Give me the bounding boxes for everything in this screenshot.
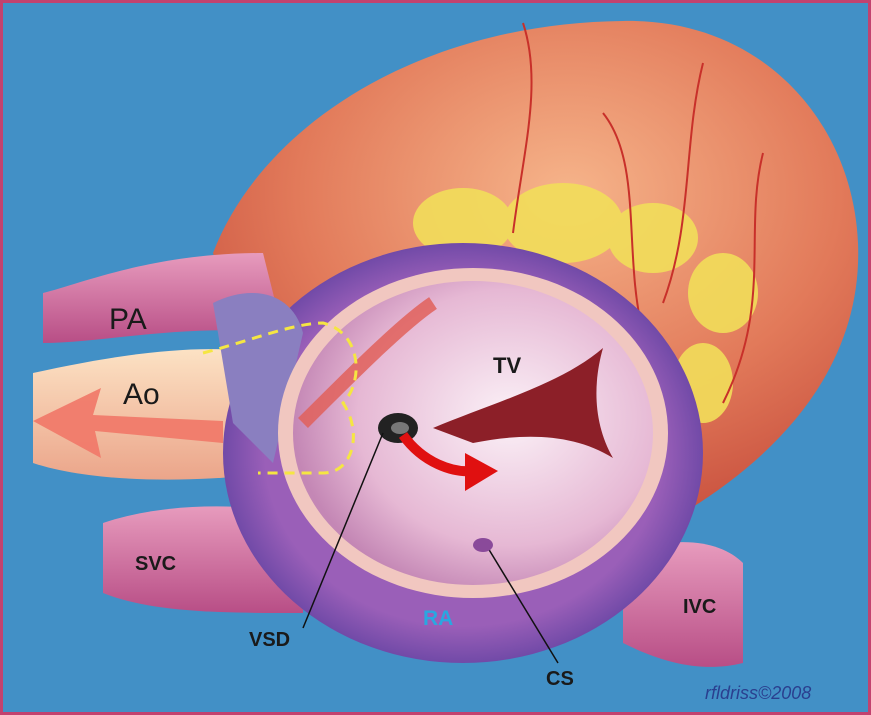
artist-signature: rfldriss©2008 — [705, 683, 812, 703]
label-pa: PA — [109, 303, 147, 336]
dashed-outline — [202, 321, 358, 475]
label-tv: TV — [493, 353, 522, 378]
coronary-vessels — [512, 22, 764, 404]
label-svc: SVC — [135, 553, 177, 575]
label-cs: CS — [546, 668, 574, 690]
label-ra: RA — [423, 607, 454, 630]
tricuspid-valve — [433, 348, 613, 458]
label-vsd: VSD — [249, 629, 291, 651]
label-ao: Ao — [123, 378, 160, 411]
heart-illustration — [33, 20, 859, 667]
label-ivc: IVC — [683, 596, 717, 618]
coronary-sinus — [473, 538, 493, 552]
outflow-arrow — [33, 388, 223, 458]
illustration-frame: PA Ao TV SVC RA IVC VSD CS rfldriss©2008 — [3, 3, 868, 712]
